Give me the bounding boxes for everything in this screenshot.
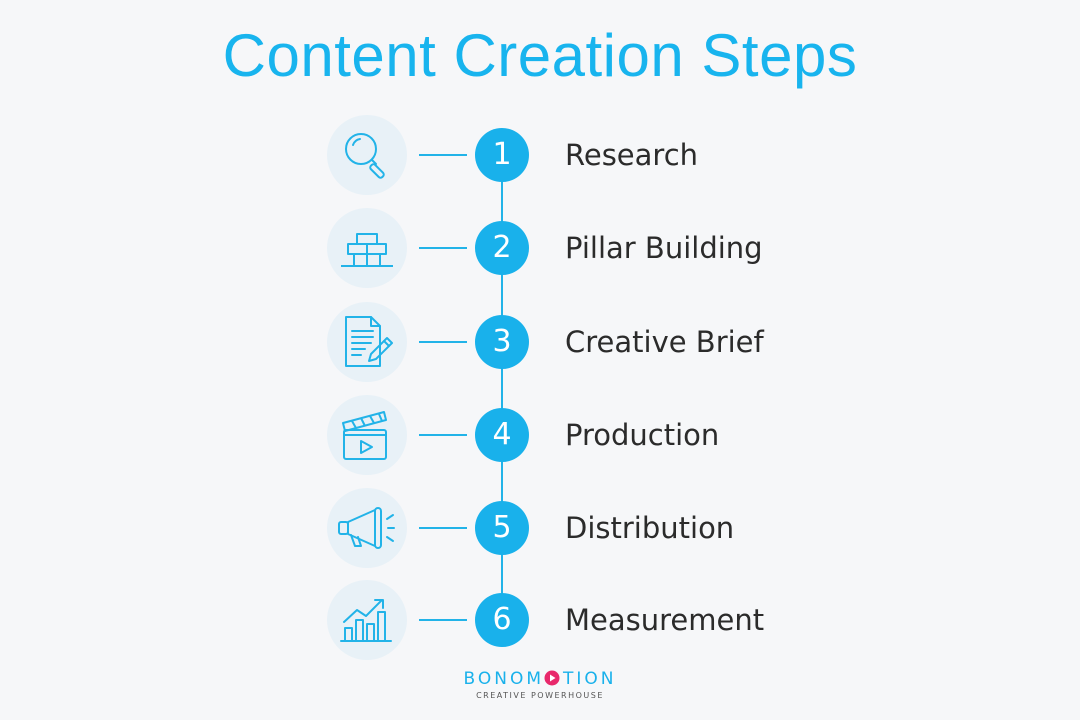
clapperboard-play-icon [327, 395, 407, 475]
step-label: Pillar Building [565, 231, 763, 265]
bar-chart-arrow-icon [327, 580, 407, 660]
step-number-badge: 4 [475, 408, 529, 462]
megaphone-icon [327, 488, 407, 568]
step-number-badge: 6 [475, 593, 529, 647]
step-number-badge: 5 [475, 501, 529, 555]
step-number-badge: 3 [475, 315, 529, 369]
step-label: Research [565, 138, 699, 172]
step-label: Creative Brief [565, 325, 764, 359]
magnifier-icon [327, 115, 407, 195]
page-title: Content Creation Steps [222, 22, 858, 89]
step-production: 4 Production [0, 395, 1080, 475]
step-pillar-building: 2 Pillar Building [0, 208, 1080, 288]
document-pencil-icon [327, 302, 407, 382]
step-connector-line [419, 527, 467, 529]
step-connector-line [419, 154, 467, 156]
step-number-badge: 2 [475, 221, 529, 275]
step-connector-line [419, 434, 467, 436]
step-connector-line [419, 619, 467, 621]
step-label: Production [565, 418, 720, 452]
logo-tagline: CREATIVE POWERHOUSE [476, 691, 604, 700]
step-research: 1 Research [0, 115, 1080, 195]
step-creative-brief: 3 Creative Brief [0, 302, 1080, 382]
step-measurement: 6 Measurement [0, 580, 1080, 660]
step-label: Measurement [565, 603, 765, 637]
step-connector-line [419, 341, 467, 343]
step-connector-line [419, 247, 467, 249]
timeline-connector [501, 154, 503, 620]
step-distribution: 5 Distribution [0, 488, 1080, 568]
step-label: Distribution [565, 511, 735, 545]
bricks-icon [327, 208, 407, 288]
play-icon [544, 670, 560, 686]
step-number-badge: 1 [475, 128, 529, 182]
